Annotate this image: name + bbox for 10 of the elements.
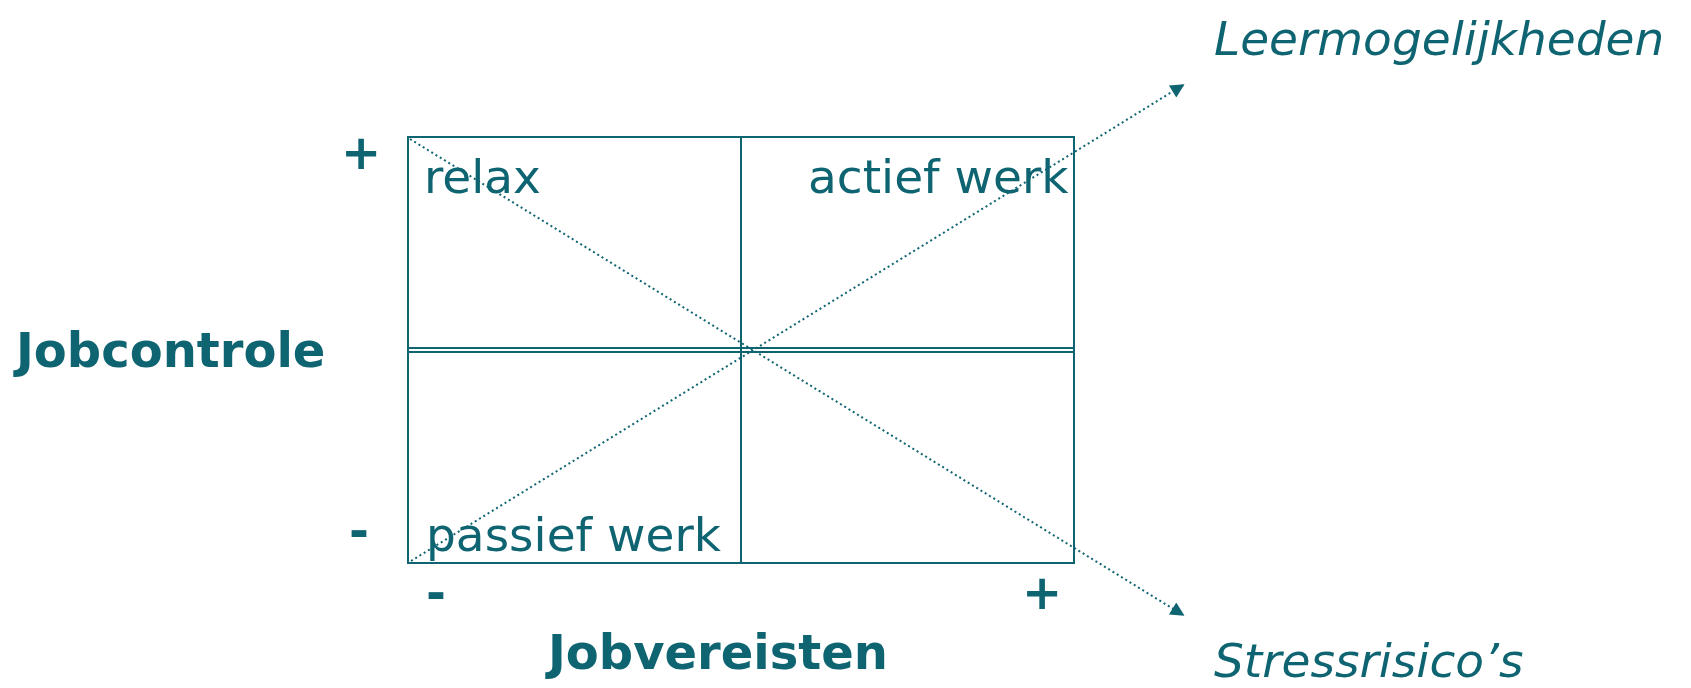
outcome-label: Leermogelijkheden	[1214, 10, 1684, 66]
dotted-arrow	[409, 138, 1185, 617]
quadrant-label: actief werk	[808, 153, 1069, 200]
axis-sign: -	[426, 568, 446, 616]
dotted-arrow	[410, 83, 1185, 562]
axis-sign: +	[1022, 568, 1063, 616]
outcome-label: Stressrisico’s	[1214, 634, 1544, 686]
quadrant-label: relax	[424, 153, 541, 200]
axis-sign: -	[349, 506, 369, 554]
axis-sign: +	[341, 128, 382, 176]
